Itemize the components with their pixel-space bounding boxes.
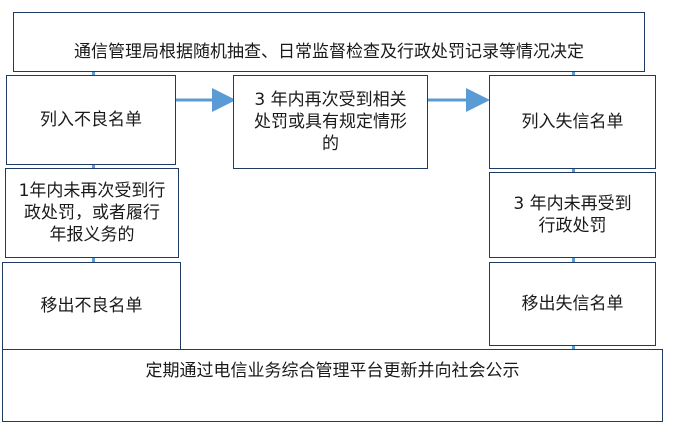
add-to-dishonest-list-box: 列入失信名单 [489, 75, 656, 169]
repeat-penalty-condition-text: 3 年内再次受到相关处罚或具有规定情形的 [254, 90, 407, 154]
remove-from-dishonest-list-text: 移出失信名单 [521, 294, 624, 314]
remove-from-bad-list-text: 移出不良名单 [40, 296, 143, 316]
top-decision-box: 通信管理局根据随机抽查、日常监督检查及行政处罚记录等情况决定 [13, 12, 645, 72]
top-decision-text: 通信管理局根据随机抽查、日常监督检查及行政处罚记录等情况决定 [74, 42, 584, 62]
add-to-dishonest-list-text: 列入失信名单 [521, 112, 624, 132]
repeat-penalty-condition-box: 3 年内再次受到相关处罚或具有规定情形的 [233, 75, 428, 169]
public-disclosure-box: 定期通过电信业务综合管理平台更新并向社会公示 [2, 349, 663, 422]
no-penalty-one-year-condition-text: 1年内未再次受到行政处罚，或者履行年报义务的 [18, 181, 166, 245]
remove-from-dishonest-list-box: 移出失信名单 [489, 262, 656, 346]
no-penalty-three-years-condition-text: 3 年内未再受到行政处罚 [513, 194, 632, 236]
public-disclosure-text: 定期通过电信业务综合管理平台更新并向社会公示 [145, 361, 520, 381]
no-penalty-three-years-condition-box: 3 年内未再受到行政处罚 [489, 172, 656, 258]
remove-from-bad-list-box: 移出不良名单 [2, 262, 181, 350]
no-penalty-one-year-condition-box: 1年内未再次受到行政处罚，或者履行年报义务的 [5, 168, 179, 258]
add-to-bad-list-box: 列入不良名单 [6, 75, 176, 165]
add-to-bad-list-text: 列入不良名单 [40, 110, 142, 130]
